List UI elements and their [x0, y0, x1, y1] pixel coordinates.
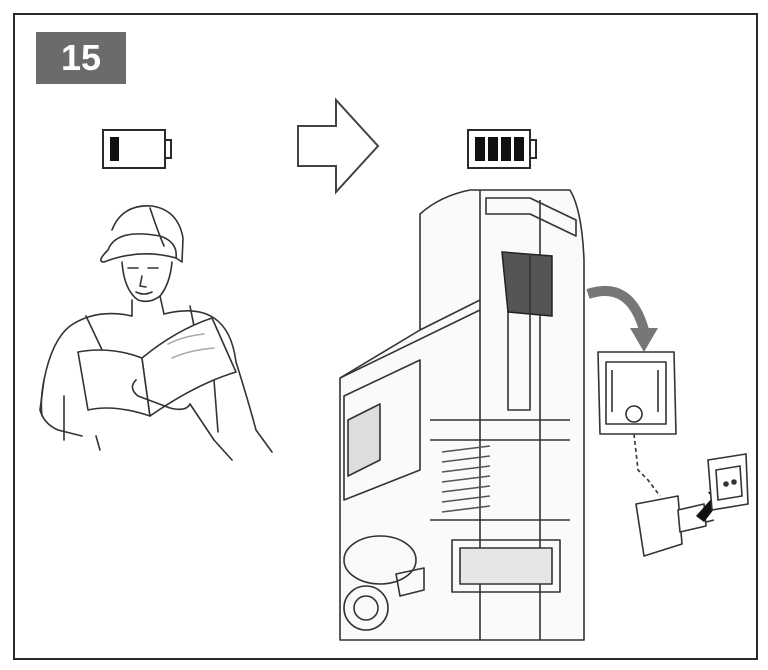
battery-low-icon [102, 129, 172, 169]
battery-charger-icon [597, 351, 677, 497]
arrow-right-icon [297, 97, 380, 195]
battery-full-icon [467, 129, 537, 169]
wall-outlet-icon [707, 453, 749, 511]
battery-pack-icon [501, 251, 553, 317]
curved-arrow-icon [586, 285, 658, 352]
power-adapter-icon [635, 495, 715, 557]
person-reading-manual-illustration [39, 205, 273, 461]
step-number-badge: 15 [36, 32, 126, 84]
